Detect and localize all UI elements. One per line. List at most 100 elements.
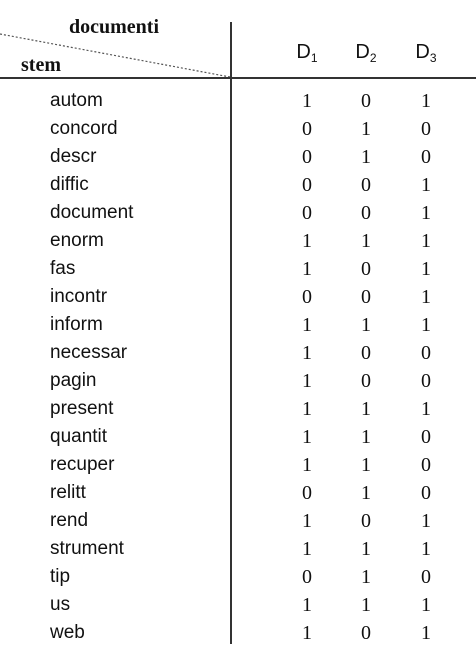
stem-cell: document xyxy=(50,202,134,223)
table-row: recuper 1 1 0 xyxy=(0,451,476,479)
value-cell-d3: 1 xyxy=(421,622,431,644)
stem-cell: relitt xyxy=(50,482,86,503)
value-cell-d3: 1 xyxy=(421,510,431,532)
value-cell-d2: 1 xyxy=(361,398,371,420)
value-cell-d1: 0 xyxy=(302,174,312,196)
column-header-base: D xyxy=(355,41,370,63)
value-cell-d1: 1 xyxy=(302,230,312,252)
value-cell-d3: 0 xyxy=(421,118,431,140)
value-cell-d2: 1 xyxy=(361,230,371,252)
stem-cell: inform xyxy=(50,314,103,335)
value-cell-d3: 1 xyxy=(421,174,431,196)
column-header-d3: D3 xyxy=(406,41,446,65)
stem-cell: recuper xyxy=(50,454,115,475)
value-cell-d1: 1 xyxy=(302,594,312,616)
stem-cell: necessar xyxy=(50,342,128,363)
value-cell-d2: 0 xyxy=(361,342,371,364)
table-row: concord 0 1 0 xyxy=(0,115,476,143)
value-cell-d3: 1 xyxy=(421,90,431,112)
table-row: relitt 0 1 0 xyxy=(0,479,476,507)
value-cell-d3: 1 xyxy=(421,258,431,280)
value-cell-d3: 0 xyxy=(421,426,431,448)
value-cell-d2: 0 xyxy=(361,174,371,196)
stem-cell: tip xyxy=(50,566,71,587)
value-cell-d3: 1 xyxy=(421,398,431,420)
value-cell-d1: 1 xyxy=(302,342,312,364)
value-cell-d3: 1 xyxy=(421,230,431,252)
value-cell-d2: 0 xyxy=(361,90,371,112)
value-cell-d2: 1 xyxy=(361,482,371,504)
value-cell-d3: 0 xyxy=(421,370,431,392)
value-cell-d1: 0 xyxy=(302,202,312,224)
column-header-subscript: 2 xyxy=(369,51,377,65)
stem-cell: concord xyxy=(50,118,118,139)
column-header-base: D xyxy=(296,41,311,63)
column-header-d2: D2 xyxy=(346,41,386,65)
value-cell-d1: 1 xyxy=(302,538,312,560)
stem-cell: rend xyxy=(50,510,89,531)
value-cell-d2: 0 xyxy=(361,258,371,280)
value-cell-d3: 1 xyxy=(421,202,431,224)
stem-cell: us xyxy=(50,594,71,615)
table-row: tip 0 1 0 xyxy=(0,563,476,591)
table-body: autom 1 0 1 concord 0 1 0 descr 0 1 0 di… xyxy=(0,87,476,647)
table-row: enorm 1 1 1 xyxy=(0,227,476,255)
stem-cell: present xyxy=(50,398,114,419)
value-cell-d2: 1 xyxy=(361,454,371,476)
stem-cell: pagin xyxy=(50,370,97,391)
value-cell-d2: 0 xyxy=(361,510,371,532)
value-cell-d1: 0 xyxy=(302,482,312,504)
column-header-subscript: 1 xyxy=(310,51,318,65)
table-row: necessar 1 0 0 xyxy=(0,339,476,367)
table-row: autom 1 0 1 xyxy=(0,87,476,115)
value-cell-d2: 1 xyxy=(361,538,371,560)
value-cell-d2: 1 xyxy=(361,566,371,588)
table-row: diffic 0 0 1 xyxy=(0,171,476,199)
table-row: web 1 0 1 xyxy=(0,619,476,647)
stem-cell: enorm xyxy=(50,230,104,251)
value-cell-d1: 0 xyxy=(302,566,312,588)
table-row: us 1 1 1 xyxy=(0,591,476,619)
value-cell-d3: 1 xyxy=(421,314,431,336)
value-cell-d1: 0 xyxy=(302,146,312,168)
value-cell-d1: 1 xyxy=(302,314,312,336)
table-row: pagin 1 0 0 xyxy=(0,367,476,395)
table-row: present 1 1 1 xyxy=(0,395,476,423)
column-header-base: D xyxy=(415,41,430,63)
header-divider xyxy=(0,77,476,79)
value-cell-d1: 0 xyxy=(302,286,312,308)
column-header-d1: D1 xyxy=(287,41,327,65)
value-cell-d2: 1 xyxy=(361,426,371,448)
value-cell-d3: 1 xyxy=(421,286,431,308)
value-cell-d1: 1 xyxy=(302,258,312,280)
column-group-label: documenti xyxy=(69,16,159,38)
stem-cell: descr xyxy=(50,146,97,167)
table-row: document 0 0 1 xyxy=(0,199,476,227)
column-header-subscript: 3 xyxy=(429,51,437,65)
value-cell-d1: 1 xyxy=(302,398,312,420)
value-cell-d3: 1 xyxy=(421,594,431,616)
stem-cell: autom xyxy=(50,90,103,111)
stem-cell: strument xyxy=(50,538,124,559)
value-cell-d3: 0 xyxy=(421,342,431,364)
value-cell-d2: 1 xyxy=(361,146,371,168)
stem-cell: fas xyxy=(50,258,76,279)
table-row: inform 1 1 1 xyxy=(0,311,476,339)
value-cell-d2: 0 xyxy=(361,370,371,392)
stem-cell: incontr xyxy=(50,286,108,307)
value-cell-d2: 1 xyxy=(361,314,371,336)
value-cell-d3: 0 xyxy=(421,566,431,588)
value-cell-d1: 0 xyxy=(302,118,312,140)
vertical-divider xyxy=(230,22,232,644)
table-row: strument 1 1 1 xyxy=(0,535,476,563)
value-cell-d2: 0 xyxy=(361,622,371,644)
value-cell-d3: 0 xyxy=(421,454,431,476)
stem-cell: quantit xyxy=(50,426,108,447)
row-group-label: stem xyxy=(21,54,61,76)
value-cell-d2: 1 xyxy=(361,594,371,616)
value-cell-d1: 1 xyxy=(302,454,312,476)
value-cell-d3: 0 xyxy=(421,482,431,504)
stem-cell: diffic xyxy=(50,174,89,195)
table-row: incontr 0 0 1 xyxy=(0,283,476,311)
